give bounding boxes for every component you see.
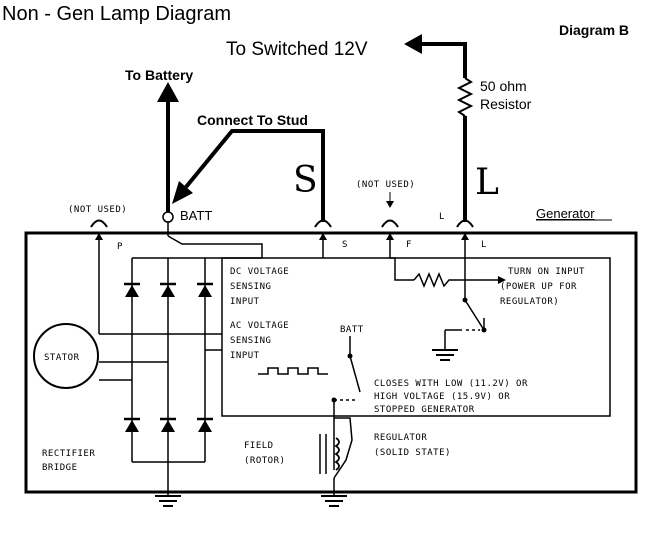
l-terminal-label: L (481, 240, 487, 250)
stud-arrow-icon (172, 181, 193, 204)
f-terminal-label: F (406, 240, 412, 250)
switched-arrow-icon (404, 34, 422, 54)
ground-icon-field (320, 495, 348, 507)
s-terminal-label: S (342, 240, 348, 250)
f-arrow-icon (386, 201, 394, 208)
diagram-subtitle: Diagram B (559, 22, 629, 38)
battery-arrow-icon (157, 82, 179, 102)
switched-12v-wire (404, 34, 474, 222)
ground-icon-rectifier (154, 495, 182, 507)
dc-label-2: SENSING (230, 282, 271, 292)
batt-label: BATT (180, 208, 212, 223)
stator-label: STATOR (44, 353, 80, 363)
ground-icon-regulator (431, 349, 459, 361)
rectifier-label-2: BRIDGE (42, 463, 78, 473)
internal-wiring (98, 222, 611, 496)
ac-label-1: AC VOLTAGE (230, 321, 289, 331)
batt-small-label: BATT (340, 325, 364, 335)
stud-wire (172, 129, 325, 222)
field-label-2: (ROTOR) (244, 456, 285, 466)
closes-label-3: STOPPED GENERATOR (374, 405, 475, 415)
not-used-label-p: (NOT USED) (68, 205, 127, 215)
p-terminal-label: P (117, 242, 123, 252)
turn-on-label-2: (POWER UP FOR (500, 282, 577, 292)
resistor-label: Resistor (480, 96, 532, 112)
switched-12v-label: To Switched 12V (226, 39, 368, 60)
l-terminal-big-label: L (475, 162, 499, 203)
closes-label-2: HIGH VOLTAGE (15.9V) OR (374, 392, 510, 402)
regulator-label-1: REGULATOR (374, 433, 427, 443)
closes-label-1: CLOSES WITH LOW (11.2V) OR (374, 379, 528, 389)
terminal-connectors (90, 219, 474, 228)
battery-label: To Battery (125, 67, 193, 83)
turn-on-label-3: REGULATOR) (500, 297, 559, 307)
rectifier-label-1: RECTIFIER (42, 449, 95, 459)
s-terminal-big-label: S (293, 160, 318, 201)
generator-box (24, 231, 638, 494)
diagram-title: Non - Gen Lamp Diagram (2, 3, 231, 25)
resistor-icon (456, 77, 474, 117)
dc-label-3: INPUT (230, 297, 260, 307)
batt-stud-terminal (162, 211, 174, 223)
ac-label-3: INPUT (230, 351, 260, 361)
l-small-label: L (439, 212, 445, 222)
stator-icon (33, 323, 99, 389)
dc-label-1: DC VOLTAGE (230, 267, 289, 277)
field-label-1: FIELD (244, 441, 274, 451)
stud-label: Connect To Stud (197, 112, 308, 128)
field-coil-icon (334, 437, 340, 471)
ac-label-2: SENSING (230, 336, 271, 346)
not-used-label-f: (NOT USED) (356, 180, 415, 190)
generator-label: Generator (536, 206, 595, 221)
resistor-value-label: 50 ohm (480, 78, 527, 94)
battery-wire (157, 82, 179, 212)
turn-on-label-1: TURN ON INPUT (508, 267, 585, 277)
regulator-label-2: (SOLID STATE) (374, 448, 451, 458)
